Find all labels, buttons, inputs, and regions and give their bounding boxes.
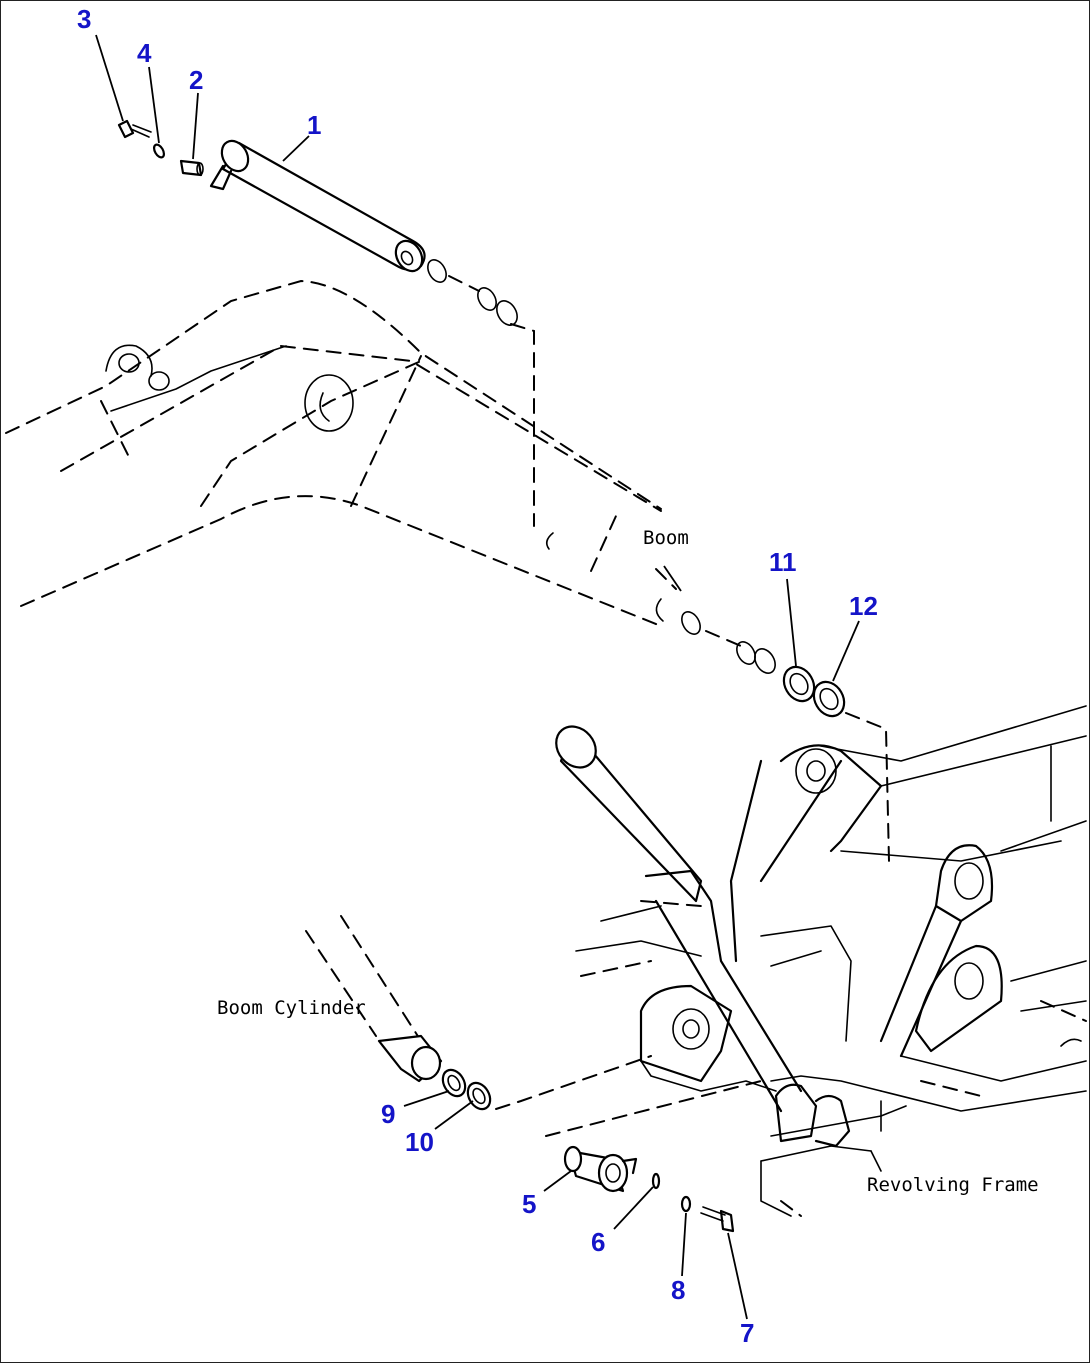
boom-label: Boom bbox=[643, 527, 689, 549]
callout-9: 9 bbox=[381, 1099, 395, 1129]
washer-part-4 bbox=[152, 143, 166, 159]
ring-part-6 bbox=[651, 1172, 661, 1190]
callout-6: 6 bbox=[591, 1227, 605, 1257]
boom-cylinder-label: Boom Cylinder bbox=[217, 997, 366, 1019]
callout-5: 5 bbox=[522, 1189, 536, 1219]
shim-part-9 bbox=[441, 1068, 467, 1098]
pin-part-5 bbox=[545, 1080, 762, 1193]
callout-12: 12 bbox=[849, 591, 878, 621]
callout-4: 4 bbox=[137, 38, 152, 68]
callout-3: 3 bbox=[77, 4, 91, 34]
callout-2: 2 bbox=[189, 65, 203, 95]
plug-part-2 bbox=[179, 159, 204, 177]
callout-8: 8 bbox=[671, 1275, 685, 1305]
callout-numbers: 3 4 2 1 11 12 9 10 5 6 8 7 bbox=[77, 4, 878, 1348]
boom-cylinder-upper bbox=[555, 725, 803, 1113]
revolving-frame-label: Revolving Frame bbox=[867, 1174, 1039, 1196]
leader-lines bbox=[95, 34, 860, 1320]
shim-part-12 bbox=[812, 680, 890, 862]
pin-part-1 bbox=[209, 139, 518, 326]
washer-part-8 bbox=[680, 1195, 692, 1213]
shim-part-11 bbox=[782, 665, 816, 703]
bolt-part-7 bbox=[700, 1206, 735, 1233]
shim-part-10 bbox=[466, 1055, 652, 1111]
callout-10: 10 bbox=[405, 1127, 434, 1157]
revolving-frame bbox=[575, 705, 1087, 1217]
callout-7: 7 bbox=[740, 1318, 754, 1348]
bushing-set bbox=[681, 611, 776, 674]
bolt-part-3 bbox=[117, 119, 152, 139]
boom-outline bbox=[5, 279, 677, 627]
callout-11: 11 bbox=[769, 547, 797, 577]
boom-cylinder-lower bbox=[305, 915, 443, 1083]
callout-1: 1 bbox=[307, 110, 321, 140]
